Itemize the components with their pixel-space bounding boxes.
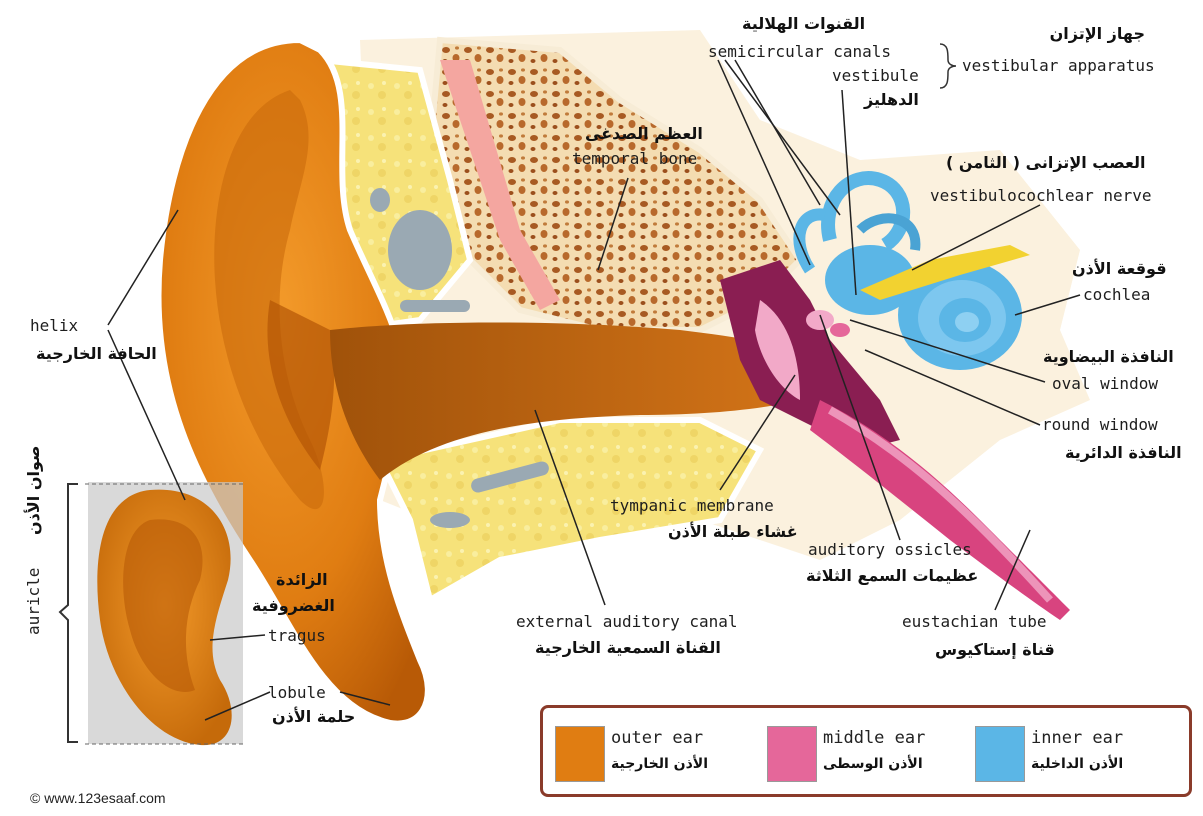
vestibular-bracket (940, 44, 956, 88)
auricle-bracket (60, 484, 78, 742)
legend-swatch-inner (975, 726, 1025, 782)
semicircular-canals-label-ar: القنوات الهلالية (742, 14, 865, 34)
legend-swatch-middle (767, 726, 817, 782)
copyright-credit: © www.123esaaf.com (30, 790, 166, 806)
gray-blob (400, 300, 470, 312)
auricle-label-ar: صوان الأذن (24, 446, 43, 535)
canal-label-ar: القناة السمعية الخارجية (535, 638, 721, 658)
oval-window-label-ar: النافذة البيضاوية (1043, 347, 1174, 367)
round-window-label-en: round window (1042, 415, 1158, 435)
oval-window-label-en: oval window (1052, 374, 1158, 394)
legend-label-en: outer ear (611, 728, 703, 748)
legend-label-ar: الأذن الخارجية (611, 756, 708, 772)
tragus-label-ar-1: الزائدة (276, 570, 328, 590)
tragus-label-ar-2: الغضروفية (252, 596, 335, 616)
ossicles-label-en: auditory ossicles (808, 540, 972, 560)
tympanic-label-ar: غشاء طبلة الأذن (668, 522, 798, 542)
ossicle (830, 323, 850, 337)
legend-label-ar: الأذن الداخلية (1031, 756, 1123, 772)
eustachian-label-ar: قناة إستاكيوس (935, 640, 1055, 660)
vestibular-apparatus-label-ar: جهاز الإتزان (1050, 24, 1145, 44)
helix-label-ar: الحافة الخارجية (36, 344, 157, 364)
legend-swatch-outer (555, 726, 605, 782)
vestibular-apparatus-label-en: vestibular apparatus (962, 56, 1155, 76)
legend: outer ear الأذن الخارجية middle ear الأذ… (540, 705, 1192, 797)
ossicles-label-ar: عظيمات السمع الثلاثة (806, 566, 978, 586)
vestibule-label-ar: الدهليز (864, 90, 919, 110)
temporal-bone-label-ar: العظم الصدغى (585, 124, 703, 144)
tympanic-label-en: tympanic membrane (610, 496, 774, 516)
eustachian-label-en: eustachian tube (902, 612, 1047, 632)
legend-label-ar: الأذن الوسطى (823, 756, 923, 772)
cochlea-label-en: cochlea (1083, 285, 1150, 305)
semicircular-canals-label-en: semicircular canals (708, 42, 891, 62)
vestibule-label-en: vestibule (832, 66, 919, 86)
nerve-label-en: vestibulocochlear nerve (930, 186, 1152, 206)
legend-label-en: middle ear (823, 728, 925, 748)
cochlea-label-ar: قوقعة الأذن (1072, 259, 1167, 279)
legend-label-en: inner ear (1031, 728, 1123, 748)
lobule-label-ar: حلمة الأذن (272, 707, 355, 727)
ossicle (806, 310, 834, 330)
round-window-label-ar: النافذة الدائرية (1065, 443, 1182, 463)
lobule-label-en: lobule (268, 683, 326, 703)
canal-label-en: external auditory canal (516, 612, 738, 632)
gray-blob (370, 188, 390, 212)
gray-blob (388, 210, 452, 290)
auricle-label-en: auricle (24, 568, 43, 635)
helix-label-en: helix (30, 316, 78, 336)
nerve-label-ar: العصب الإتزانى ( الثامن ) (946, 153, 1146, 173)
temporal-bone-label-en: temporal bone (572, 149, 697, 169)
gray-blob (430, 512, 470, 528)
tragus-label-en: tragus (268, 626, 326, 646)
